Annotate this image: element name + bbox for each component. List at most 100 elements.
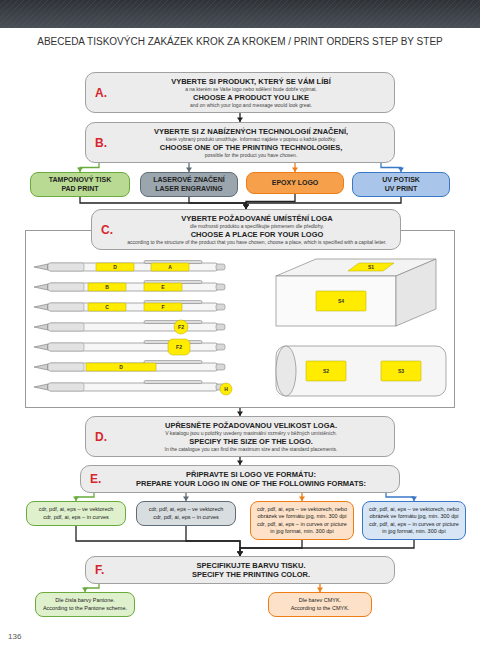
format-text: According to the Pantone scheme. xyxy=(41,605,129,612)
step-box: C.VYBERTE POŽADOVANÉ UMÍSTĚNÍ LOGAdle mo… xyxy=(91,209,401,250)
connector xyxy=(292,163,298,172)
format-text: cdr, pdf, ai, eps – in curves or picture… xyxy=(256,521,348,535)
technology-name: PAD PRINT xyxy=(35,185,125,194)
technology-box: LASEROVÉ ZNAČENÍLASER ENGRAVING xyxy=(140,172,238,197)
format-text: cdr, pdf, ai, eps – in curves xyxy=(142,514,230,521)
connector xyxy=(237,408,243,416)
connector xyxy=(243,197,401,209)
connector xyxy=(237,457,243,465)
format-box: cdr, pdf, ai, eps – ve vektorechcdr, pdf… xyxy=(136,501,236,526)
step-heading: PŘIPRAVTE SI LOGO VE FORMÁTU: xyxy=(111,470,391,479)
placement-letter: B xyxy=(105,284,109,290)
connector xyxy=(243,194,295,209)
technology-name: LASER ENGRAVING xyxy=(145,185,233,194)
step-heading: SPECIFY THE SIZE OF THE LOGO. xyxy=(116,437,386,446)
technology-name: TAMPONOVÝ TISK xyxy=(35,176,125,185)
connector-line xyxy=(246,197,401,209)
connector xyxy=(186,163,192,172)
step-letter: A. xyxy=(95,86,107,100)
placement-letter: S3 xyxy=(398,368,404,374)
connector-line xyxy=(76,526,240,556)
step-note: a na kterém se Vaše logo nebo sdělení bu… xyxy=(116,86,386,93)
format-text: Dle barev CMYK. xyxy=(274,597,366,604)
step-note: které vybraný produkt umožňuje. Informac… xyxy=(116,136,386,143)
step-box: D. UPŘESNĚTE POŽADOVANOU VELIKOST LOGA.V … xyxy=(85,416,395,457)
connector xyxy=(237,540,414,556)
step-note: according to the structure of the produc… xyxy=(122,239,392,246)
connector xyxy=(189,197,249,209)
placement-letter: H xyxy=(224,386,228,392)
step-heading: VYBERTE SI PRODUKT, KTERÝ SE VÁM LÍBÍ xyxy=(116,77,386,86)
header-band xyxy=(0,0,480,28)
technology-box: EPOXY LOGO xyxy=(246,172,344,194)
format-text: Dle čísla barvy Pantone. xyxy=(41,597,129,604)
step-heading: PREPARE YOUR LOGO IN ONE OF THE FOLLOWIN… xyxy=(111,479,391,488)
placement-letter: F2 xyxy=(178,324,184,330)
format-text: According to the CMYK. xyxy=(274,605,366,612)
step-letter: B. xyxy=(95,136,107,150)
format-text: cdr, pdf, ai, eps – in curves or picture… xyxy=(368,521,460,535)
placement-frame: DABECFF2F2DHS1S4S2S3C.VYBERTE POŽADOVANÉ… xyxy=(25,230,455,408)
step-letter: F. xyxy=(95,563,104,577)
format-text: cdr, pdf, ai, eps – in curves xyxy=(32,514,120,521)
step-note: possible for the product you have chosen… xyxy=(116,152,386,159)
technology-name: UV POTISK xyxy=(357,176,445,185)
connector xyxy=(73,493,94,501)
technology-name: UV PRINT xyxy=(357,185,445,194)
step-heading: UPŘESNĚTE POŽADOVANOU VELIKOST LOGA. xyxy=(116,421,386,430)
connector-line xyxy=(80,197,246,209)
connector-line xyxy=(189,197,246,209)
step-letter: C. xyxy=(101,223,113,237)
format-box: cdr, pdf, ai, eps – ve vektorech, nebo o… xyxy=(250,501,354,540)
step-note: and on which your logo and message would… xyxy=(116,102,386,109)
placement-letter: S4 xyxy=(338,298,344,304)
placement-letter: A xyxy=(168,264,172,270)
technology-box: TAMPONOVÝ TISKPAD PRINT xyxy=(30,172,130,197)
connector-line xyxy=(240,540,414,556)
step-letter: E. xyxy=(90,472,101,486)
placement-letter: S2 xyxy=(323,368,329,374)
connector xyxy=(76,526,243,556)
step-heading: VYBERTE POŽADOVANÉ UMÍSTĚNÍ LOGA xyxy=(122,214,392,223)
connector xyxy=(381,163,404,172)
format-text: cdr, pdf, ai, eps – ve vektorech xyxy=(32,506,120,513)
connector xyxy=(299,493,305,501)
connector xyxy=(186,526,243,556)
placement-letter: F xyxy=(161,304,164,310)
placement-letter: D xyxy=(113,264,117,270)
format-box: Dle čísla barvy Pantone.According to the… xyxy=(35,592,135,617)
connector xyxy=(183,493,189,501)
step-heading: SPECIFY THE PRINTING COLOR. xyxy=(116,570,386,579)
step-heading: VYBERTE SI Z NABÍZENÝCH TECHNOLOGIÍ ZNAČ… xyxy=(116,127,386,136)
technology-name: LASEROVÉ ZNAČENÍ xyxy=(145,176,233,185)
step-box: E. PŘIPRAVTE SI LOGO VE FORMÁTU:PREPARE Y… xyxy=(80,465,400,493)
connector xyxy=(80,197,249,209)
placement-letter: F2 xyxy=(176,344,182,350)
connector-line xyxy=(386,493,414,501)
step-heading: CHOOSE A PRODUCT YOU LIKE xyxy=(116,93,386,102)
format-box: cdr, pdf, ai, eps – ve vektorech, nebo o… xyxy=(362,501,466,540)
placement-letter: S1 xyxy=(368,264,374,270)
connector xyxy=(317,584,323,592)
step-heading: SPECIFIKUJTE BARVU TISKU. xyxy=(116,561,386,570)
connector xyxy=(77,163,99,172)
connector xyxy=(237,113,243,122)
step-note: In the catalogue you can find the maximu… xyxy=(116,446,386,453)
format-box: cdr, pdf, ai, eps – ve vektorechcdr, pdf… xyxy=(26,501,126,526)
step-box: B. VYBERTE SI Z NABÍZENÝCH TECHNOLOGIÍ ZN… xyxy=(85,122,395,163)
step-note: V katalogu jsou u položky uvedeny maximá… xyxy=(116,430,386,437)
format-text: cdr, pdf, ai, eps – ve vektorech, nebo o… xyxy=(368,506,460,520)
product-illustration xyxy=(26,231,456,409)
step-heading: CHOOSE A PLACE FOR YOUR LOGO xyxy=(122,230,392,239)
step-box: A.VYBERTE SI PRODUKT, KTERÝ SE VÁM LÍBÍa… xyxy=(85,72,395,113)
connector xyxy=(82,584,99,592)
technology-box: UV POTISKUV PRINT xyxy=(352,172,450,197)
format-box: Dle barev CMYK.According to the CMYK. xyxy=(268,592,372,617)
step-letter: D. xyxy=(95,430,107,444)
connector-line xyxy=(186,526,240,556)
step-heading: CHOOSE ONE OF THE PRINTING TECHNOLOGIES, xyxy=(116,143,386,152)
page-title: ABECEDA TISKOVÝCH ZAKÁZEK KROK ZA KROKEM… xyxy=(0,36,480,48)
placement-letter: D xyxy=(119,364,123,370)
technology-name: EPOXY LOGO xyxy=(251,179,339,188)
